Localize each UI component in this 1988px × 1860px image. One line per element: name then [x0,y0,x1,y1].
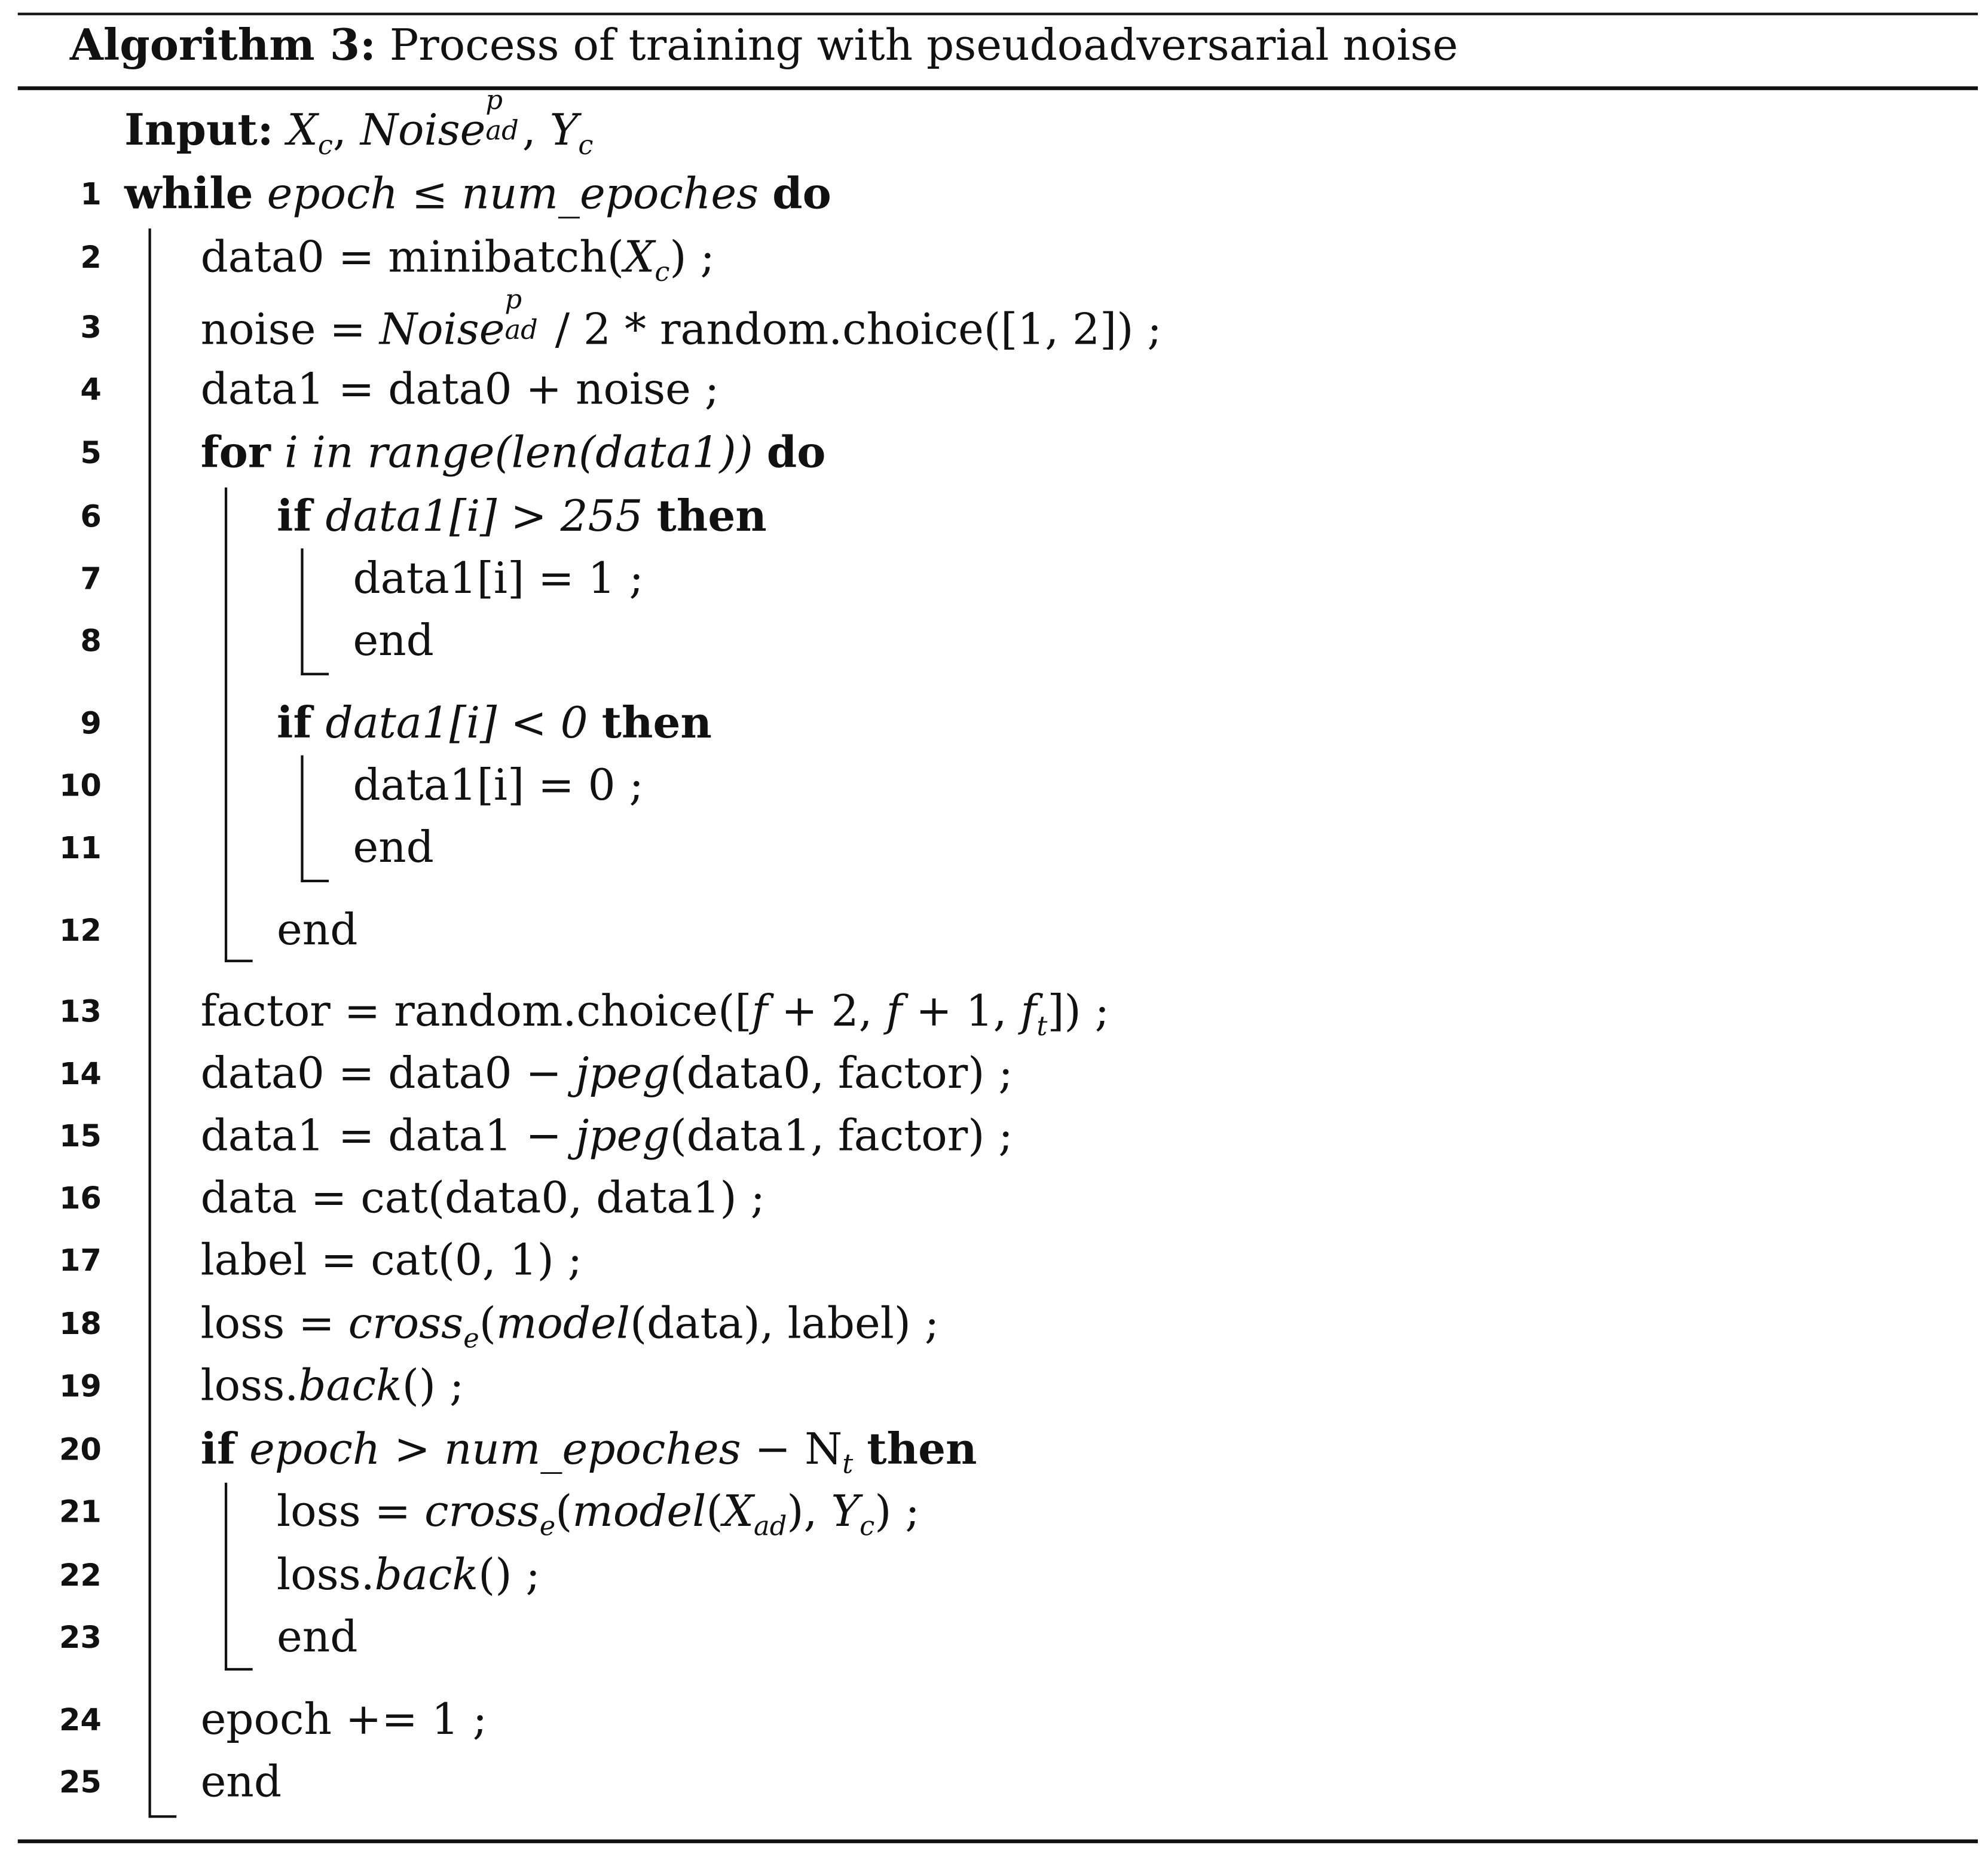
top-rule [17,13,1978,16]
code-line-21: loss = crosse(model(Xad), Yc) ; [277,1486,920,1542]
code-line-4: data1 = data0 + noise ; [200,364,720,415]
line-number: 19 [59,1368,102,1405]
code-line-9: if data1[i] < 0 then [277,698,712,749]
line-number: 23 [59,1620,102,1656]
code-line-24: epoch += 1 ; [200,1694,488,1746]
code-line-2: data0 = minibatch(Xc) ; [200,232,715,287]
line-number: 20 [59,1431,102,1468]
title-rule [17,86,1978,90]
code-line-8: end [353,616,434,667]
code-line-14: data0 = data0 − jpeg(data0, factor) ; [200,1048,1013,1100]
line-number: 3 [80,310,102,345]
line-number: 5 [80,435,102,471]
line-number: 24 [59,1702,102,1738]
line-number: 13 [59,994,102,1030]
code-line-5: for i in range(len(data1)) do [200,427,826,479]
line-number: 12 [59,913,102,949]
line-number: 10 [59,767,102,804]
line-number: 25 [59,1764,102,1800]
while-scope-bracket [148,228,177,1818]
line-number: 7 [80,561,102,597]
line-number: 11 [59,830,102,866]
algorithm-label: Algorithm 3: [69,20,376,71]
code-line-18: loss = crosse(model(data), label) ; [200,1298,940,1354]
algorithm-caption: Process of training with pseudoadversari… [375,20,1458,71]
if-epoch-scope-bracket [224,1482,253,1671]
line-number: 15 [59,1118,102,1154]
line-number: 8 [80,623,102,659]
line-number: 16 [59,1180,102,1216]
line-number: 9 [80,705,102,742]
code-line-20: if epoch > num_epoches − Nt then [200,1424,977,1480]
code-line-7: data1[i] = 1 ; [353,553,644,604]
for-scope-bracket [224,487,253,962]
code-line-23: end [277,1612,358,1663]
code-line-17: label = cat(0, 1) ; [200,1235,583,1286]
code-line-13: factor = random.choice([f + 2, f + 1, ft… [200,986,1109,1042]
line-number: 6 [80,498,102,535]
code-line-25: end [200,1757,282,1808]
code-line-16: data = cat(data0, data1) ; [200,1173,765,1224]
line-number: 2 [80,240,102,276]
if-lt-scope-bracket [301,755,329,883]
input-label: Input: [124,105,274,157]
code-line-12: end [277,905,358,956]
line-number: 17 [59,1243,102,1278]
line-number: 21 [59,1494,102,1530]
code-line-6: if data1[i] > 255 then [277,491,767,542]
algorithm-title: Algorithm 3: Process of training with ps… [70,15,1458,76]
code-line-19: loss.back() ; [200,1360,464,1412]
bottom-rule [17,1839,1978,1843]
line-number: 1 [80,176,102,212]
code-line-15: data1 = data1 − jpeg(data1, factor) ; [200,1111,1013,1162]
line-number: 18 [59,1306,102,1342]
code-line-11: end [353,822,434,874]
code-line-10: data1[i] = 0 ; [353,760,644,812]
if-gt-scope-bracket [301,548,329,675]
line-number: 4 [80,372,102,408]
code-line-1: while epoch ≤ num_epoches do [124,169,831,220]
line-number: 14 [59,1056,102,1092]
line-number: 22 [59,1558,102,1593]
code-line-22: loss.back() ; [277,1550,540,1601]
